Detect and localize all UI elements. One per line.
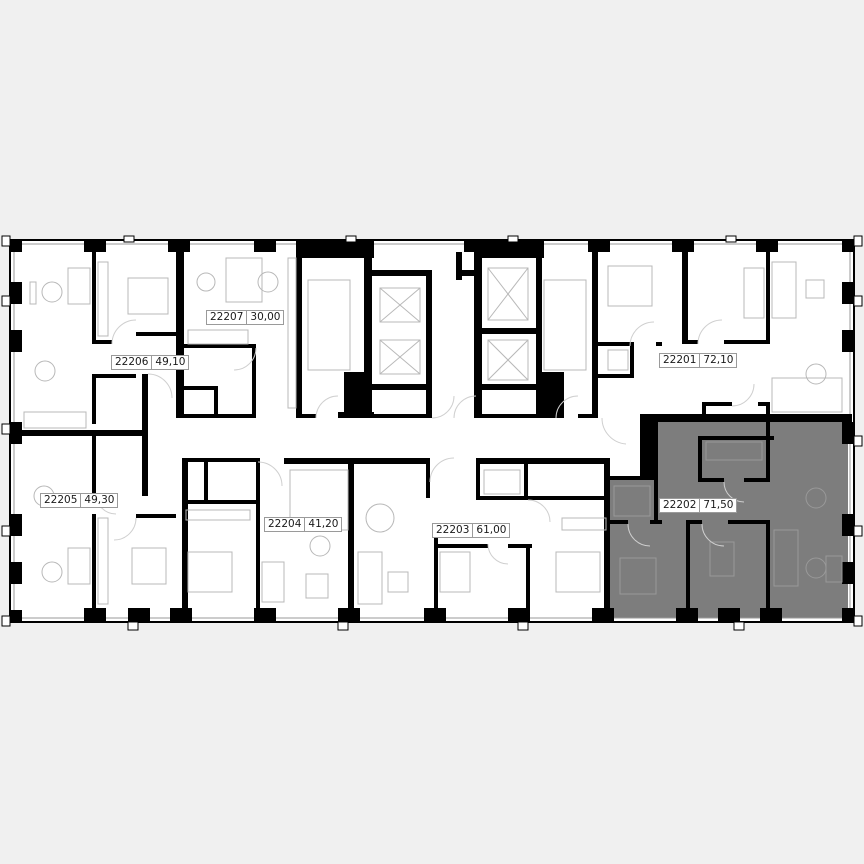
interior-walls (14, 252, 852, 610)
apartment-number: 22202 (660, 499, 701, 512)
apartment-number: 22204 (265, 518, 306, 531)
apartment-area: 41,20 (308, 518, 339, 530)
facade-columns (10, 240, 854, 622)
apartment-area: 61,00 (476, 524, 507, 536)
apartment-number: 22203 (433, 524, 474, 537)
apartment-label-22205[interactable]: 22205 49,30 (40, 493, 119, 508)
apartment-label-22201[interactable]: 22201 72,10 (659, 353, 738, 368)
apartment-label-22204[interactable]: 22204 41,20 (264, 517, 343, 532)
apartment-number: 22201 (660, 354, 701, 367)
apartment-label-22207[interactable]: 22207 30,00 (206, 310, 285, 325)
apartment-number: 22207 (207, 311, 248, 324)
furniture (23, 257, 843, 605)
apartment-area: 49,30 (84, 494, 115, 506)
apartment-number: 22206 (112, 356, 153, 369)
apartment-label-22206[interactable]: 22206 49,10 (111, 355, 190, 370)
apartment-area: 30,00 (250, 311, 281, 323)
apartment-number: 22205 (41, 494, 82, 507)
door-swings (95, 319, 755, 565)
apartment-area: 72,10 (703, 354, 734, 366)
column-nubs (1, 235, 863, 631)
apartment-area: 71,50 (703, 499, 734, 511)
apartment-area: 49,10 (155, 356, 186, 368)
apartment-label-22202[interactable]: 22202 71,50 (659, 498, 738, 513)
apartment-label-22203[interactable]: 22203 61,00 (432, 523, 511, 538)
